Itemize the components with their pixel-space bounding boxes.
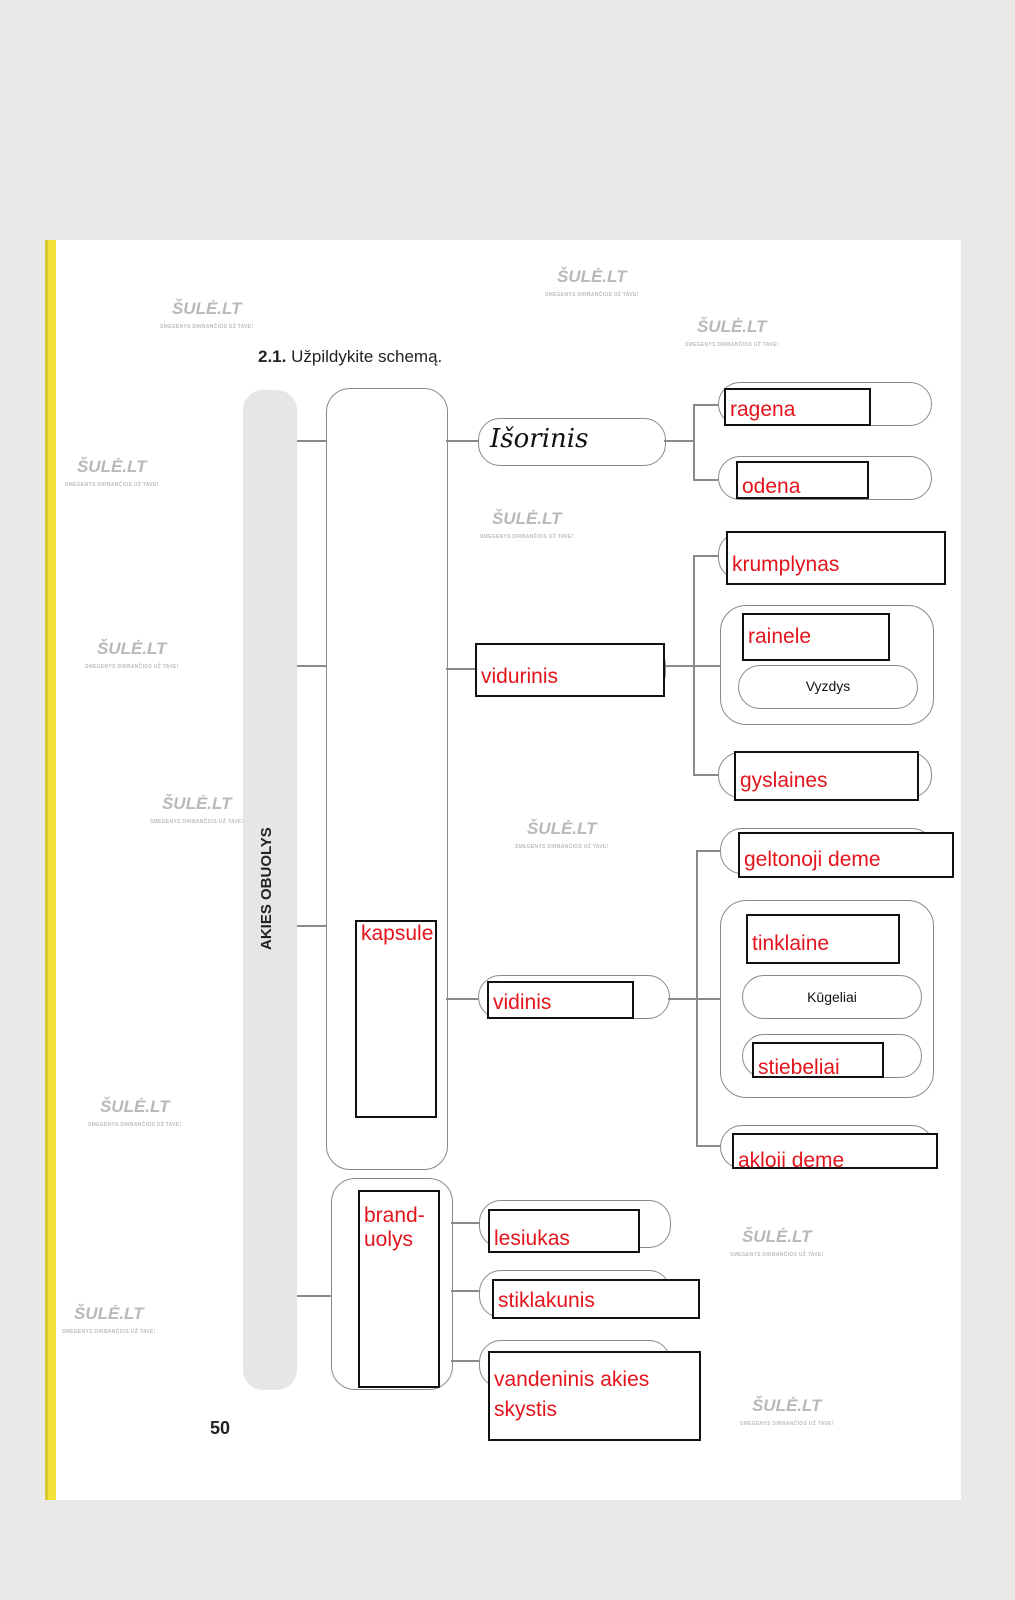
answer-box-vidurinis[interactable]: vidurinis [475, 643, 665, 697]
answer-box-stiebeliai[interactable]: stiebeliai [752, 1042, 884, 1079]
connector-line [446, 440, 478, 442]
outer-layer-pill [478, 418, 666, 466]
connector-line [693, 404, 695, 480]
answer-box-odena[interactable]: odena [736, 461, 869, 499]
printed-label-kugeliai: Kūgeliai [807, 989, 857, 1005]
answer-box-rainele[interactable]: rainele [742, 613, 890, 661]
task-instruction: Užpildykite schemą. [291, 347, 443, 366]
answer-box-stiklakunis[interactable]: stiklakunis [492, 1279, 700, 1319]
connector-line [693, 774, 718, 776]
answer-box-krumplynas[interactable]: krumplynas [726, 531, 946, 585]
printed-pill-kugeliai [742, 975, 922, 1019]
connector-line [696, 850, 720, 852]
answer-box-vidinis[interactable]: vidinis [487, 981, 634, 1019]
printed-pill-vyzdys [738, 665, 918, 709]
connector-line [693, 479, 718, 481]
connector-line [664, 440, 694, 442]
answer-box-gyslaines[interactable]: gyslaines [734, 751, 919, 801]
root-bar [243, 390, 297, 1390]
root-label: AKIES OBUOLYS [258, 827, 275, 950]
connector-line [668, 998, 720, 1000]
printed-label-vyzdys: Vyzdys [805, 678, 851, 694]
connector-line [297, 665, 326, 667]
connector-line [297, 1295, 331, 1297]
answer-box-lesiukas[interactable]: lesiukas [488, 1209, 640, 1253]
connector-line [696, 1145, 720, 1147]
page-number: 50 [210, 1418, 231, 1438]
connector-line [446, 998, 478, 1000]
connector-line [665, 665, 720, 667]
connector-line [297, 925, 326, 927]
connector-line [451, 1222, 479, 1224]
connector-line [693, 555, 718, 557]
answer-box-branduolys[interactable]: brand- uolys [358, 1190, 440, 1388]
task-heading: 2.1. Užpildykite schemą. [258, 347, 442, 367]
answer-box-kapsule[interactable]: kapsule [355, 920, 437, 1118]
connector-line [451, 1360, 479, 1362]
connector-line [446, 668, 476, 670]
connector-line [693, 555, 695, 775]
answer-box-ragena[interactable]: ragena [724, 388, 871, 426]
answer-box-akloji-deme[interactable]: akloji deme [732, 1133, 938, 1169]
connector-line [696, 850, 698, 1146]
handwritten-answer-isorinis: Išorinis [490, 424, 589, 454]
answer-box-vandeninis-akies-skystis[interactable]: vandeninis akies skystis [488, 1351, 701, 1441]
answer-box-tinklaine[interactable]: tinklaine [746, 914, 900, 964]
answer-box-geltonoji-deme[interactable]: geltonoji deme [738, 832, 954, 878]
connector-line [297, 440, 326, 442]
connector-line [451, 1290, 479, 1292]
connector-line [693, 404, 718, 406]
task-number: 2.1. [258, 347, 287, 366]
